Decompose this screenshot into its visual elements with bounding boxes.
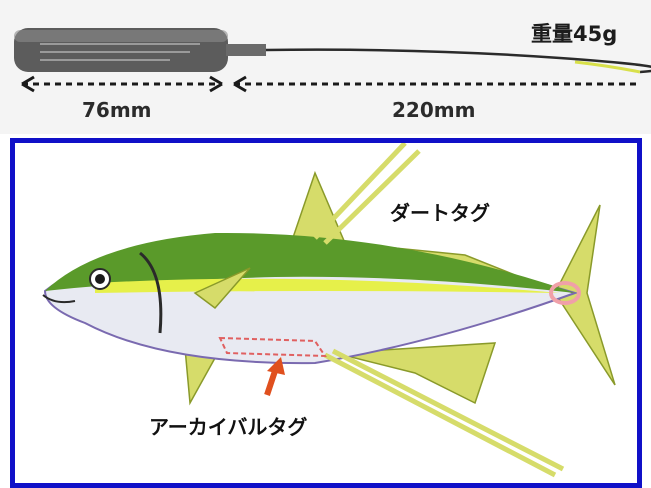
tag-connector xyxy=(226,44,266,56)
fish-diagram-panel: ダートタグ アーカイバルタグ xyxy=(10,138,642,488)
dart-tag-label: ダートタグ xyxy=(390,197,490,226)
fish-pupil xyxy=(95,274,105,284)
tag-photo: 重量45g 76mm 220mm xyxy=(0,0,651,134)
archival-tag-label: アーカイバルタグ xyxy=(149,411,307,440)
weight-label: 重量45g xyxy=(531,18,617,48)
fish-diagram xyxy=(15,143,637,483)
body-length-label: 76mm xyxy=(82,98,152,122)
stalk-length-label: 220mm xyxy=(392,98,475,122)
tag-highlight xyxy=(14,30,228,42)
